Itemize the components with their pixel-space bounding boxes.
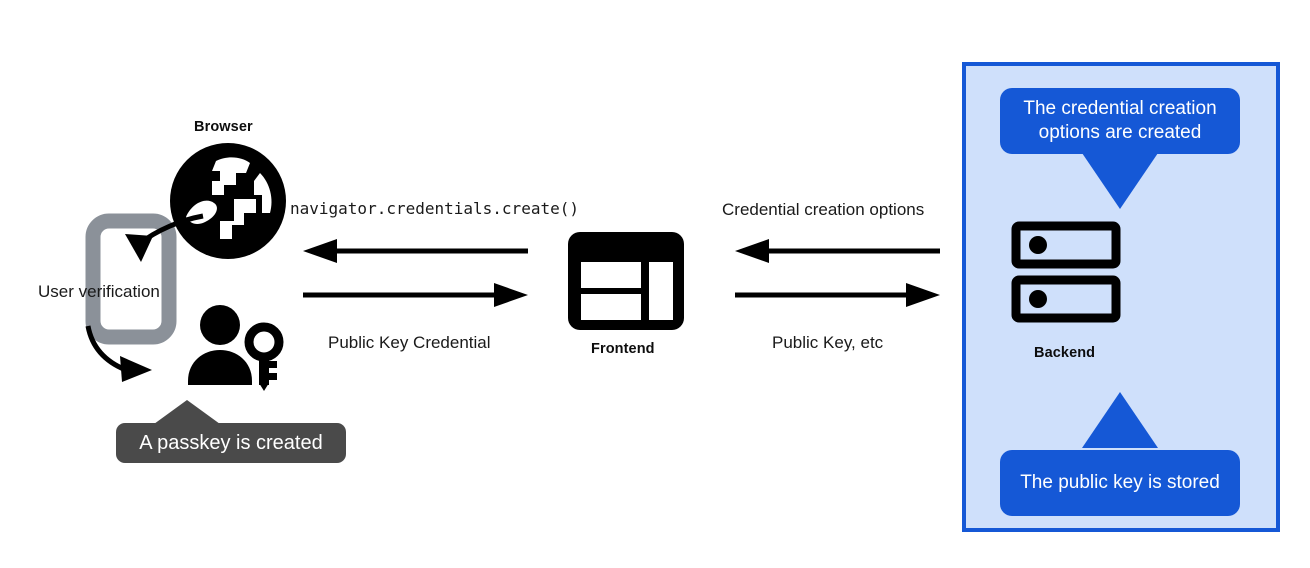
callout-credential-options-created-text: The credential creation options are crea… xyxy=(1023,97,1217,143)
arrow-right-frontend-to-backend xyxy=(735,283,940,307)
message-label-public-key-credential: Public Key Credential xyxy=(328,333,491,352)
arrow-browser-to-phone xyxy=(95,200,215,280)
message-label-create-call: navigator.credentials.create() xyxy=(290,199,579,218)
arrow-phone-to-user xyxy=(80,320,190,390)
globe-icon xyxy=(170,143,286,259)
message-label-credential-creation-options: Credential creation options xyxy=(722,200,925,219)
callout-credential-options-created-tail xyxy=(1082,153,1158,209)
frontend-label: Frontend xyxy=(591,341,655,357)
window-layout-icon xyxy=(568,232,684,330)
mobile-phone-icon xyxy=(85,213,177,345)
callout-public-key-stored: The public key is stored xyxy=(1000,450,1240,516)
tooltip-passkey-created-tail xyxy=(154,400,220,424)
user-with-key-icon xyxy=(186,305,290,391)
callout-credential-options-created: The credential creation options are crea… xyxy=(1000,88,1240,154)
arrow-left-frontend-to-browser xyxy=(303,239,528,263)
tooltip-passkey-created: A passkey is created xyxy=(116,423,346,463)
arrow-left-backend-to-frontend xyxy=(735,239,940,263)
arrow-right-browser-to-frontend xyxy=(303,283,528,307)
callout-public-key-stored-text: The public key is stored xyxy=(1020,471,1220,493)
backend-label: Backend xyxy=(1034,345,1096,361)
user-verification-label: User verification xyxy=(38,282,160,301)
tooltip-passkey-created-text: A passkey is created xyxy=(139,431,323,454)
server-rack-icon xyxy=(1011,221,1121,324)
message-label-public-key-etc: Public Key, etc xyxy=(772,333,884,352)
callout-public-key-stored-tail xyxy=(1082,392,1158,448)
browser-label: Browser xyxy=(194,119,253,135)
